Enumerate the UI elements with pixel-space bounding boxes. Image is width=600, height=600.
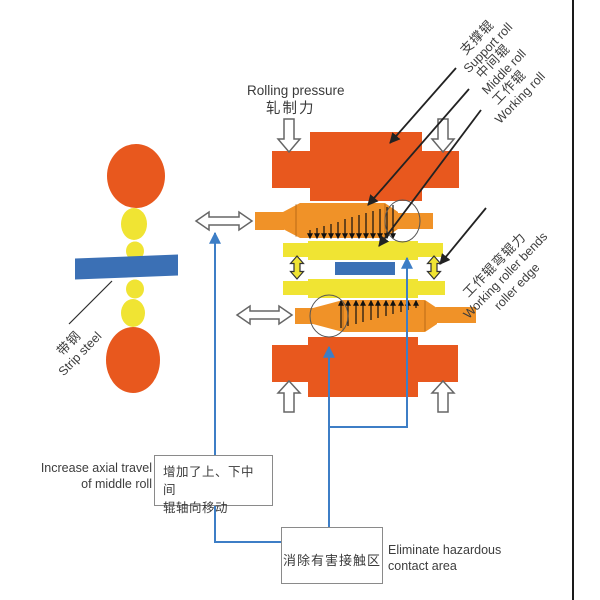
left-upper-middle-roll bbox=[121, 208, 147, 240]
support-force-arrow-left bbox=[276, 379, 302, 413]
support-roll-leader bbox=[389, 67, 457, 144]
hazard-zone-circle-upper bbox=[384, 199, 421, 243]
bending-force-leader bbox=[439, 207, 487, 265]
working-roll-leader bbox=[378, 109, 482, 247]
rolling-pressure-label-zh: 轧制力 bbox=[266, 101, 316, 117]
lower-working-roll bbox=[283, 279, 445, 298]
upper-working-roll-journal-right bbox=[418, 243, 443, 257]
middle-roll-leader bbox=[367, 88, 470, 206]
contact-area-callout-box: 消除有害接触区 bbox=[281, 527, 383, 584]
contact-pressure-arrows-upper bbox=[307, 205, 396, 240]
lower-middle-roll-body bbox=[313, 300, 437, 332]
axial-travel-en-line2: of middle roll bbox=[81, 476, 152, 491]
upper-working-roll-body bbox=[308, 241, 418, 260]
left-lower-support-roll bbox=[106, 327, 160, 393]
top-support-roll bbox=[272, 132, 459, 201]
bottom-support-roll bbox=[272, 337, 458, 397]
lower-middle-roll-journal-left bbox=[295, 308, 314, 324]
axial-travel-zh-line2: 辊轴向移动 bbox=[163, 501, 229, 516]
contact-area-en-line1: Eliminate hazardous bbox=[388, 543, 502, 557]
lower-working-roll-journal-right bbox=[418, 281, 445, 295]
left-upper-working-roll bbox=[126, 241, 144, 261]
upper-working-roll bbox=[283, 241, 443, 260]
lower-middle-roll-journal-right bbox=[436, 307, 476, 323]
strip-steel-leader-line bbox=[68, 280, 113, 325]
callout-connectors bbox=[209, 231, 413, 543]
left-lower-middle-roll bbox=[121, 299, 145, 327]
bending-force-arrow-right bbox=[426, 255, 442, 280]
hazard-zone-circle-lower bbox=[309, 294, 349, 338]
contact-area-en-line2: contact area bbox=[388, 558, 457, 573]
rolling-pressure-arrow-left bbox=[276, 118, 302, 154]
top-support-roll-body bbox=[310, 132, 422, 201]
lower-working-roll-journal-left bbox=[283, 281, 308, 295]
axial-travel-label-en: Increase axial travel of middle roll bbox=[28, 461, 152, 492]
rolling-pressure-label-en: Rolling pressure bbox=[247, 83, 345, 98]
bottom-support-roll-journal-right bbox=[418, 345, 458, 382]
leader-lines bbox=[367, 67, 487, 265]
six-high-mill bbox=[194, 118, 476, 413]
contact-area-zh: 消除有害接触区 bbox=[282, 553, 381, 568]
support-force-arrow-right bbox=[430, 379, 456, 413]
axial-shift-arrow-lower bbox=[235, 304, 294, 326]
bottom-support-roll-journal-left bbox=[272, 345, 308, 382]
bottom-support-roll-body bbox=[308, 337, 418, 397]
strip-steel-in-mill bbox=[335, 262, 395, 275]
top-support-roll-journal-left bbox=[272, 151, 310, 188]
axial-travel-en-line1: Increase axial travel bbox=[40, 461, 152, 475]
left-roll-stack bbox=[68, 144, 178, 393]
upper-middle-roll-body bbox=[283, 203, 398, 238]
left-strip-steel bbox=[75, 254, 178, 280]
contact-area-label-en: Eliminate hazardous contact area bbox=[388, 543, 501, 574]
contact-pressure-arrows-lower bbox=[338, 299, 419, 328]
upper-middle-roll-journal-right bbox=[397, 213, 433, 229]
left-upper-support-roll bbox=[107, 144, 165, 208]
left-lower-working-roll bbox=[126, 279, 144, 299]
lower-working-roll-body bbox=[308, 279, 418, 298]
axial-travel-zh-line1: 增加了上、下中间 bbox=[163, 465, 255, 498]
axial-travel-callout-box: 增加了上、下中间 辊轴向移动 bbox=[154, 455, 273, 515]
bending-force-arrow-left bbox=[289, 255, 305, 280]
rolling-pressure-arrow-right bbox=[430, 118, 456, 154]
axial-shift-arrow-upper bbox=[194, 210, 254, 232]
upper-middle-roll-journal-left bbox=[255, 212, 284, 230]
connector-contact-upper bbox=[329, 256, 413, 428]
upper-middle-roll bbox=[255, 203, 433, 238]
connector-axial-travel bbox=[209, 231, 281, 543]
upper-working-roll-journal-left bbox=[283, 243, 308, 257]
